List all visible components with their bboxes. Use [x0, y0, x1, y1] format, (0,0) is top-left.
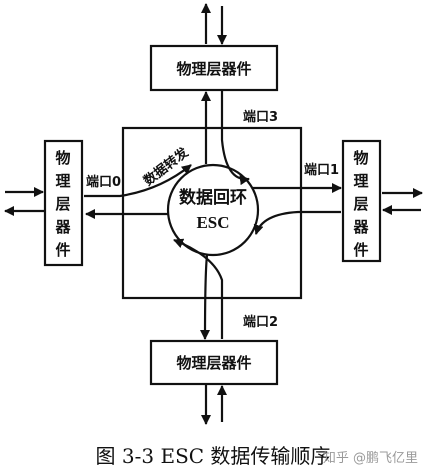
phy-left-char: 件 — [55, 241, 70, 259]
port0-label: 端口0 — [86, 174, 121, 190]
phy-left-label: 物 理 层 器 件 — [54, 149, 71, 259]
port0-in-path — [84, 164, 192, 198]
figure-caption: 图 3-3 ESC 数据传输顺序 — [96, 444, 331, 468]
ring-label: 数据回环 — [179, 187, 247, 208]
port3-label: 端口3 — [243, 109, 278, 125]
phy-right-char: 理 — [353, 172, 368, 190]
phy-box-left — [43, 139, 84, 267]
phy-box-right — [341, 139, 382, 263]
phy-left-char: 层 — [55, 195, 70, 213]
port2-label: 端口2 — [243, 314, 278, 330]
phy-box-top — [149, 44, 279, 92]
phy-left-char: 理 — [55, 172, 70, 190]
port2-in-path — [173, 238, 224, 339]
phy-right-char: 层 — [353, 195, 368, 213]
phy-bottom-label: 物理层器件 — [176, 354, 251, 372]
phy-right-char: 物 — [353, 149, 368, 167]
port1-in-path — [253, 210, 341, 235]
port3-in-path — [220, 91, 250, 186]
phy-top-label: 物理层器件 — [176, 60, 251, 78]
phy-left-char: 物 — [55, 149, 70, 167]
phy-box-bottom — [149, 339, 279, 386]
watermark: 知乎 @鹏飞亿里 — [323, 450, 418, 466]
forwarding-label: 数据转发 — [141, 144, 193, 189]
port1-label: 端口1 — [304, 162, 339, 178]
phy-left-char: 器 — [54, 218, 71, 236]
ring-sublabel: ESC — [196, 213, 229, 232]
loopback-ring — [166, 163, 260, 257]
phy-right-char: 器 — [352, 218, 369, 236]
phy-right-label: 物 理 层 器 件 — [352, 149, 369, 259]
phy-right-char: 件 — [353, 241, 368, 259]
